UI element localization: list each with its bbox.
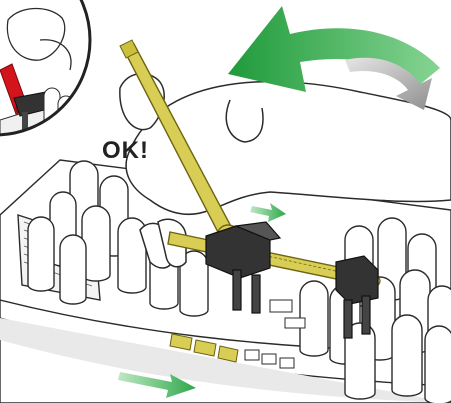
inset-detail — [0, 0, 90, 160]
ok-label: OK! — [102, 137, 149, 165]
